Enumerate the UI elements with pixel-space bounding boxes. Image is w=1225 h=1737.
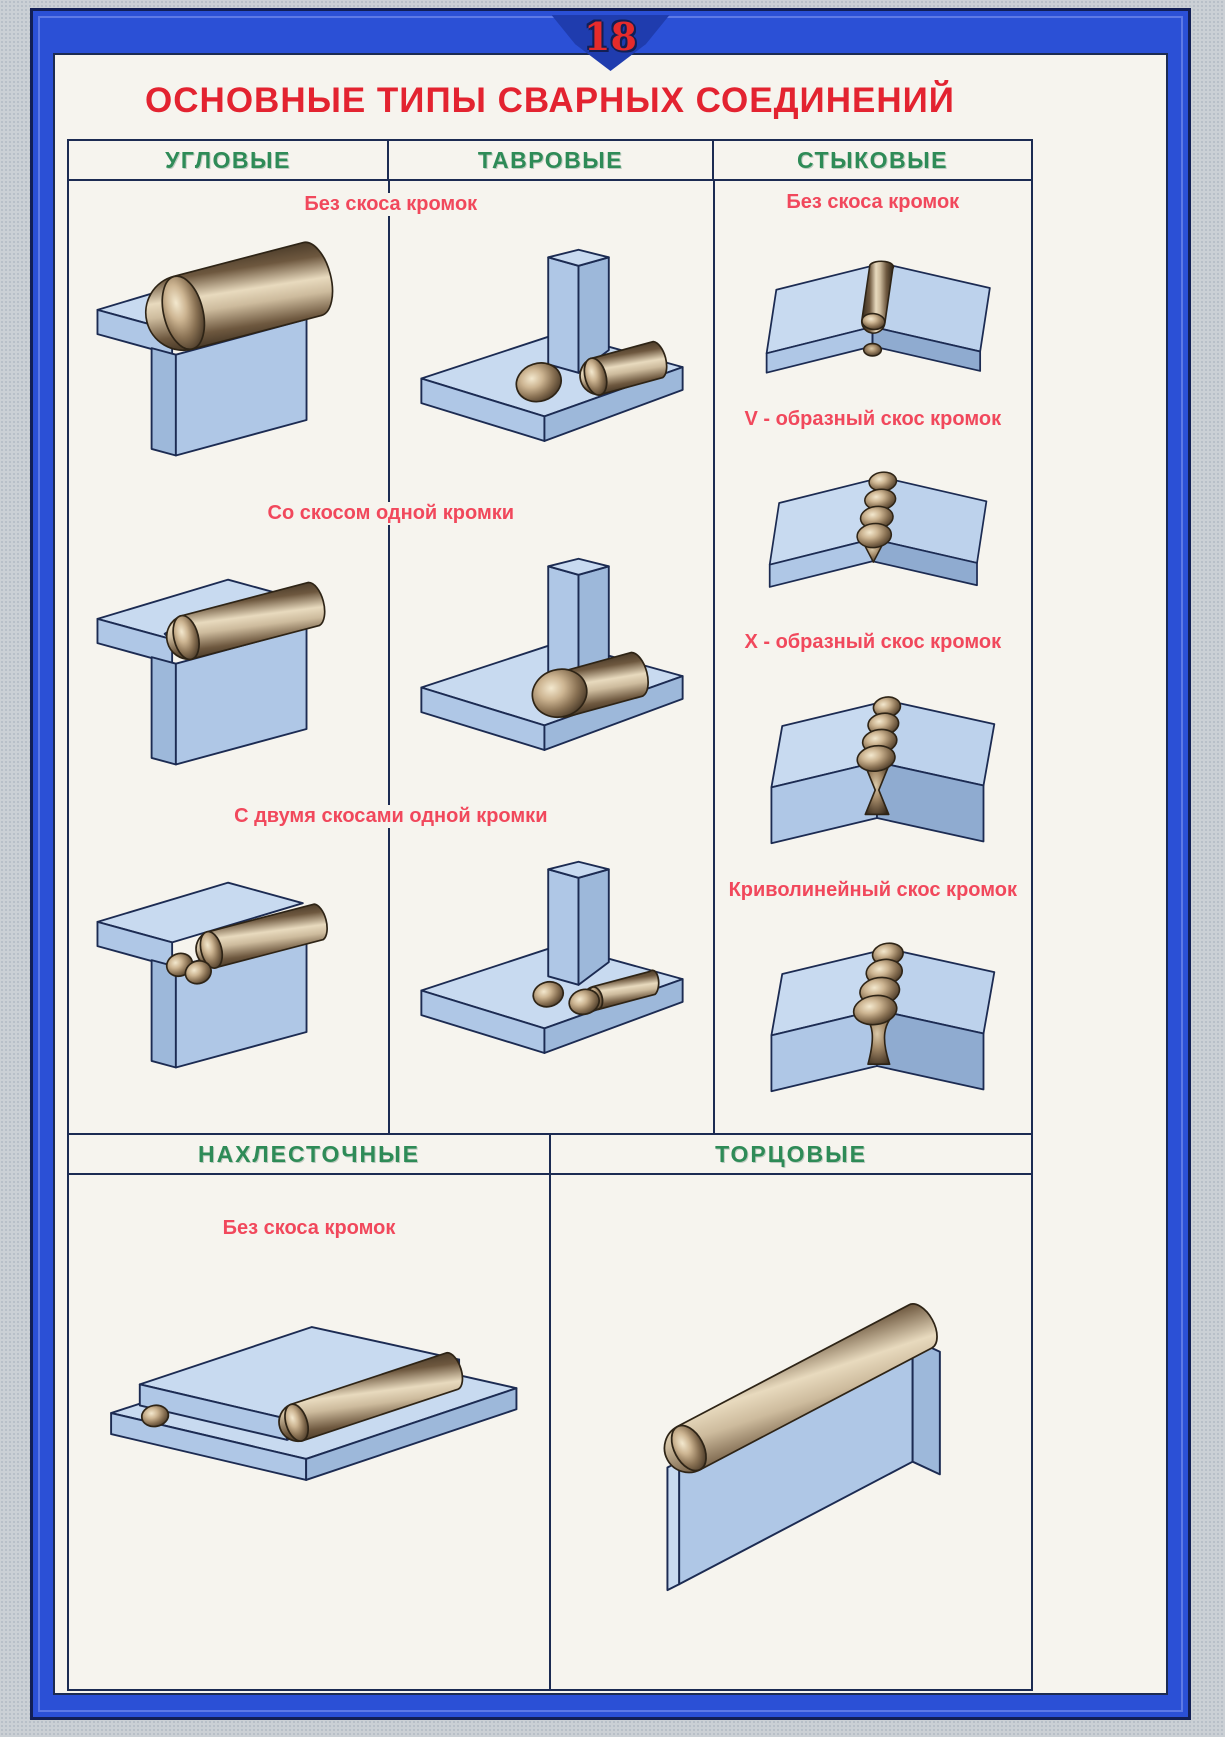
butt-v-bevel-illustration: [769, 471, 988, 588]
edge-section: [551, 1175, 1031, 1689]
corner-tee-section: Без скоса кромок: [69, 181, 713, 1133]
figure-tee-double-bevel: [391, 836, 713, 1074]
corner-tee-divider: [388, 181, 390, 1133]
lap-joint-illustration: [110, 1326, 518, 1481]
bottom-joint-table: НАХЛЕСТОЧНЫЕ ТОРЦОВЫЕ Без скоса кромок: [67, 1133, 1033, 1691]
label-no-bevel-corner-tee: Без скоса кромок: [290, 193, 492, 216]
figure-butt-v-bevel: [744, 443, 1001, 593]
butt-no-bevel-illustration: [766, 260, 992, 374]
tee-no-bevel-illustration: [420, 248, 684, 442]
column-header-tee: ТАВРОВЫЕ: [389, 141, 714, 179]
label-butt-curved-bevel: Криволинейный скос кромок: [714, 879, 1031, 902]
figure-butt-no-bevel: [740, 228, 1005, 378]
figure-butt-x-bevel: [737, 670, 1008, 855]
column-header-edge: ТОРЦОВЫЕ: [715, 1140, 867, 1167]
label-lap-no-bevel: Без скоса кромок: [208, 1217, 410, 1240]
tee-single-bevel-illustration: [420, 557, 684, 751]
label-butt-v-bevel: V - образный скос кромок: [730, 408, 1016, 431]
corner-single-bevel-illustration: [96, 578, 326, 766]
main-joint-table: УГЛОВЫЕ ТАВРОВЫЕ СТЫКОВЫЕ Без скоса кром…: [67, 139, 1033, 1135]
figure-edge-joint: [611, 1267, 971, 1598]
bottom-table-header-row: НАХЛЕСТОЧНЫЕ ТОРЦОВЫЕ: [69, 1135, 1031, 1175]
butt-curved-bevel-illustration: [770, 942, 996, 1093]
figure-row-1: [69, 224, 713, 462]
figure-lap-no-bevel: [84, 1262, 534, 1501]
label-single-bevel-corner-tee: Со скосом одной кромки: [253, 502, 529, 525]
figure-row-2: [69, 533, 713, 771]
butt-section: Без скоса кромок V -: [712, 181, 1031, 1133]
figure-row-3: [69, 836, 713, 1074]
main-table-body: Без скоса кромок: [69, 181, 1031, 1133]
main-table-header-row: УГЛОВЫЕ ТАВРОВЫЕ СТЫКОВЫЕ: [69, 141, 1031, 181]
edge-joint-illustration: [663, 1302, 941, 1591]
lap-section: Без скоса кромок: [69, 1175, 551, 1689]
bottom-table-body: Без скоса кромок: [69, 1175, 1031, 1689]
poster-inner: ОСНОВНЫЕ ТИПЫ СВАРНЫХ СОЕДИНЕНИЙ УГЛОВЫЕ…: [53, 53, 1168, 1695]
page-title: ОСНОВНЫЕ ТИПЫ СВАРНЫХ СОЕДИНЕНИЙ: [145, 81, 955, 120]
label-butt-no-bevel: Без скоса кромок: [772, 191, 974, 214]
figure-butt-curved-bevel: [737, 918, 1008, 1103]
corner-no-bevel-illustration: [96, 241, 334, 457]
figure-tee-no-bevel: [391, 224, 713, 462]
figure-tee-single-bevel: [391, 533, 713, 771]
label-butt-x-bevel: X - образный скос кромок: [730, 631, 1016, 654]
column-header-lap: НАХЛЕСТОЧНЫЕ: [69, 1135, 551, 1173]
poster-frame: 18 ОСНОВНЫЕ ТИПЫ СВАРНЫХ СОЕДИНЕНИЙ УГЛО…: [30, 8, 1191, 1720]
label-double-bevel-corner-tee: С двумя скосами одной кромки: [220, 805, 562, 828]
column-header-corner: УГЛОВЫЕ: [69, 141, 389, 179]
page-number: 18: [584, 14, 637, 59]
figure-corner-double-bevel: [69, 836, 391, 1074]
tee-double-bevel-illustration: [420, 860, 684, 1054]
column-header-butt: СТЫКОВЫЕ: [797, 146, 948, 173]
butt-x-bevel-illustration: [770, 696, 996, 845]
figure-corner-single-bevel: [69, 533, 391, 771]
figure-corner-no-bevel: [69, 224, 391, 462]
corner-double-bevel-illustration: [96, 881, 328, 1069]
